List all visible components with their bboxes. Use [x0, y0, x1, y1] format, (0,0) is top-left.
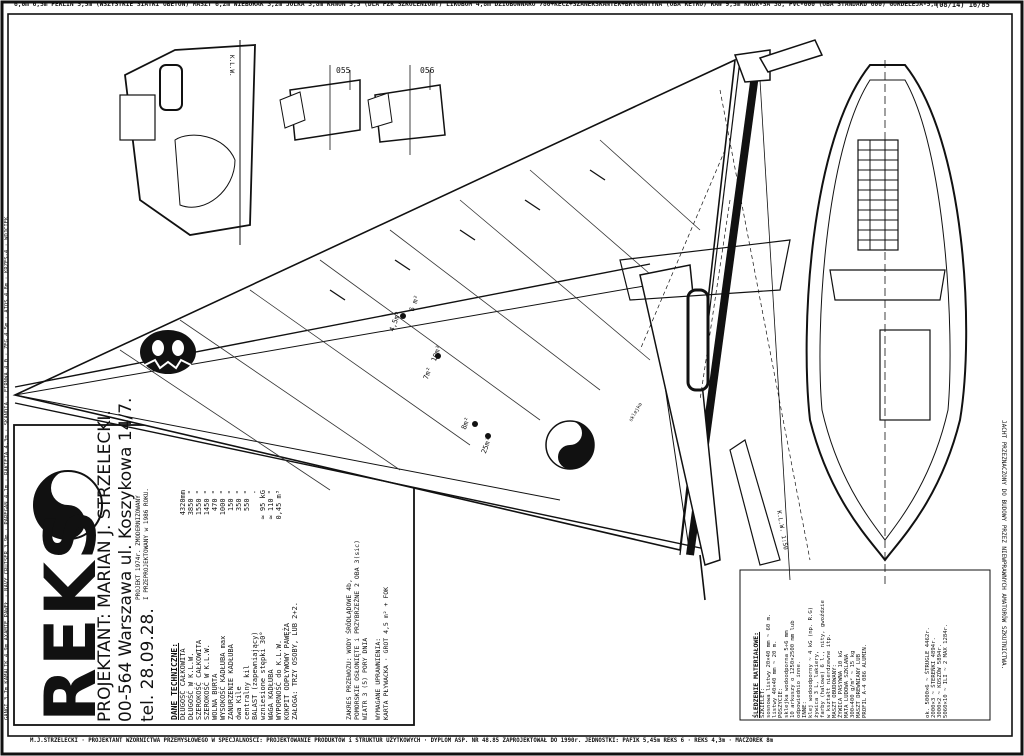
tech-data-row: centralny kil 550 "	[243, 490, 251, 720]
sail-data-line3: WIATR 3 (5) PORY DNIA	[361, 637, 369, 720]
bat-emblem-icon	[140, 330, 196, 374]
tech-data-value: ≈ 110 "	[267, 490, 275, 520]
rigging-lines	[639, 89, 811, 561]
dim-label-1: 055	[336, 66, 351, 75]
tech-data-value: 1550 "	[195, 490, 203, 516]
materials-line: PROFIL A-4 086 ALUMIN.	[862, 643, 868, 718]
hull-section-view-2	[367, 65, 446, 155]
tech-data-label: KOKPIT ODPŁYWOWY PAWĘŻA	[283, 623, 291, 720]
tech-data-label: ZANURZENIE KADŁUBA	[227, 644, 235, 720]
hull-plan-view	[805, 60, 968, 585]
sail-centroid-marks	[400, 313, 491, 439]
sail-data-line4: WYMAGANE UPRAWNIENIA:	[374, 637, 382, 720]
rigging-block: ok. 5000×6 ~ ŚTRUGLE 4462r.2000×3 ~ ŚTER…	[925, 568, 949, 718]
tech-data-row: WAGA KADŁUBA ≈ 110 "	[267, 490, 275, 720]
hull-side-view	[619, 239, 791, 601]
tech-data-value: 1000 "	[219, 490, 227, 516]
tech-data-value: 470 "	[211, 490, 219, 512]
tech-data-row: dwa Kile 350 "	[235, 490, 243, 720]
tech-data-row: WYPORNOŚĆ do K.L.W. 0,45 m³	[275, 490, 283, 720]
tech-data-label: WYPORNOŚĆ do K.L.W.	[275, 639, 283, 720]
tech-data-row: WOLNA BURTA 470 "	[211, 490, 219, 720]
design-note-1: PROJEKT 1974r. ZMODERNIZOWANY	[135, 495, 142, 600]
materials-title: ŚLEDZENIE MATERIAŁOWE:	[752, 631, 760, 718]
tech-data-label: wzniesione stępki 30°	[259, 631, 267, 720]
tech-data-label: DŁUGOŚĆ W K.L.W.	[187, 652, 195, 720]
tech-data-label: DŁUGOŚĆ CAŁKOWITA	[179, 648, 187, 720]
klw-label-1: K.L.W.	[228, 55, 235, 77]
tech-data-title: DANE TECHNICZNE:	[170, 642, 179, 720]
sail-yinyang-emblem-icon	[545, 420, 595, 470]
right-edge-note: JACHT PRZEZNACZONY DO BUDOWY PRZEZ NIEWP…	[1000, 420, 1007, 670]
sail-data-line2: POMORSKIE OSŁONIĘTE i PRZYBRZEŻNE 2 OBA …	[353, 539, 361, 720]
rigging-lines-text: ok. 5000×6 ~ ŚTRUGLE 4462r.2000×3 ~ ŚTER…	[925, 568, 949, 718]
tech-data-label: WAGA KADŁUBA	[267, 669, 275, 720]
batten-marks	[329, 169, 606, 301]
design-note-2: I PRZEPROJEKTOWANY w 1986 ROKU.	[143, 488, 150, 600]
hull-section-view-1	[279, 65, 361, 150]
tech-data-label: dwa Kile	[235, 686, 243, 720]
tech-data-row: BALAST (zapewniający) -	[251, 490, 259, 720]
tech-data-row: SZEROKOŚĆ CAŁKOWITA 1550 "	[195, 490, 203, 720]
sail-data-block: ZAKRES PRZEWOZU: WODY ŚRÓDLĄDOWE 4b, POM…	[345, 420, 390, 720]
tech-data-value: 150 "	[227, 490, 235, 512]
top-right-code: (08/14) 16/85	[935, 1, 990, 9]
tech-data-label: ZAŁOGA: TRZY OSOBY, LUB 2+2.	[291, 601, 299, 720]
tech-data-row: ZAŁOGA: TRZY OSOBY, LUB 2+2.	[291, 490, 299, 720]
tech-data-value: 3850 "	[187, 490, 195, 516]
sheet-border-inner	[7, 13, 1013, 737]
tech-data-value: 1450 "	[203, 490, 211, 516]
tech-data-value: -	[251, 490, 259, 495]
hull-side-small-view	[119, 40, 256, 245]
designer-line: PROJEKTANT: MARIAN J. STRZELECKI.	[95, 410, 115, 722]
tech-data-value: 0,45 m³	[275, 490, 283, 520]
waterline	[759, 79, 791, 581]
bottom-line: M.J.STRZELECKI · PROJEKTANT WZORNICTWA P…	[30, 738, 774, 744]
tech-data-label: centralny kil	[243, 665, 251, 720]
tech-data-row: DŁUGOŚĆ CAŁKOWITA 4320mm	[179, 490, 187, 720]
materials-block	[739, 569, 991, 721]
tech-data-value: 550 "	[243, 490, 251, 512]
sail-data-line5: KARTA PŁYWACKA · GROT 4,5 m² + FOK	[382, 586, 390, 720]
tech-data-label: BALAST (zapewniający)	[251, 631, 259, 720]
tech-data-row: DŁUGOŚĆ W K.L.W. 3850 "	[187, 490, 195, 720]
tech-data-label: WYSOKOŚĆ KADŁUBA max	[219, 635, 227, 720]
top-spec-line: 6,0m 6,5m PERLIN 5,5m (WSZYSTKIE SIATKI …	[14, 1, 938, 8]
sail-data-title: ZAKRES PRZEWOZU: WODY ŚRÓDLĄDOWE 4b,	[345, 579, 353, 720]
sail-seams	[119, 139, 701, 491]
left-side-spec: GANGI 3,7m KAMALIK 4,9m AXAMIĘ PAWEŁ · N…	[4, 216, 10, 720]
tech-data-value: 350 "	[235, 490, 243, 512]
tech-data-value: 4320mm	[179, 490, 187, 516]
phone-line: tel. 28.09.28.	[138, 608, 158, 722]
reks-logo-icon	[33, 470, 103, 540]
tech-data-row: WYSOKOŚĆ KADŁUBA max 1000 "	[219, 490, 227, 720]
tech-data-row: KOKPIT ODPŁYWOWY PAWĘŻA	[283, 490, 291, 720]
address-line: 00-564 Warszawa ul. Koszykowa 14/7.	[116, 397, 136, 722]
tech-data-row: ZANURZENIE KADŁUBA 150 "	[227, 490, 235, 720]
tech-data-row: wzniesione stępki 30° ≈ 95 kG	[259, 490, 267, 720]
rigging-line: 5060×10 ~ ILI ~ 2 MAX 1284r.	[943, 623, 949, 718]
materials-block-text: ŚLEDZENIE MATERIAŁOWE: SZKIELET:sosnowa …	[752, 568, 868, 718]
materials-lines: SZKIELET:sosnowa listwy 20×40 mm ~ 60 m.…	[760, 568, 868, 718]
tech-data-label: SZEROKOŚĆ CAŁKOWITA	[195, 639, 203, 720]
dim-label-2: 056	[420, 66, 435, 75]
tech-data-block: DANE TECHNICZNE: DŁUGOŚĆ CAŁKOWITA 4320mm…	[170, 420, 299, 720]
tech-data-label: WOLNA BURTA	[211, 673, 219, 720]
tech-data-value: ≈ 95 kG	[259, 490, 267, 520]
tech-data-label: SZEROKOŚĆ W K.L.W.	[203, 644, 211, 720]
tech-data-row: SZEROKOŚĆ W K.L.W. 1450 "	[203, 490, 211, 720]
